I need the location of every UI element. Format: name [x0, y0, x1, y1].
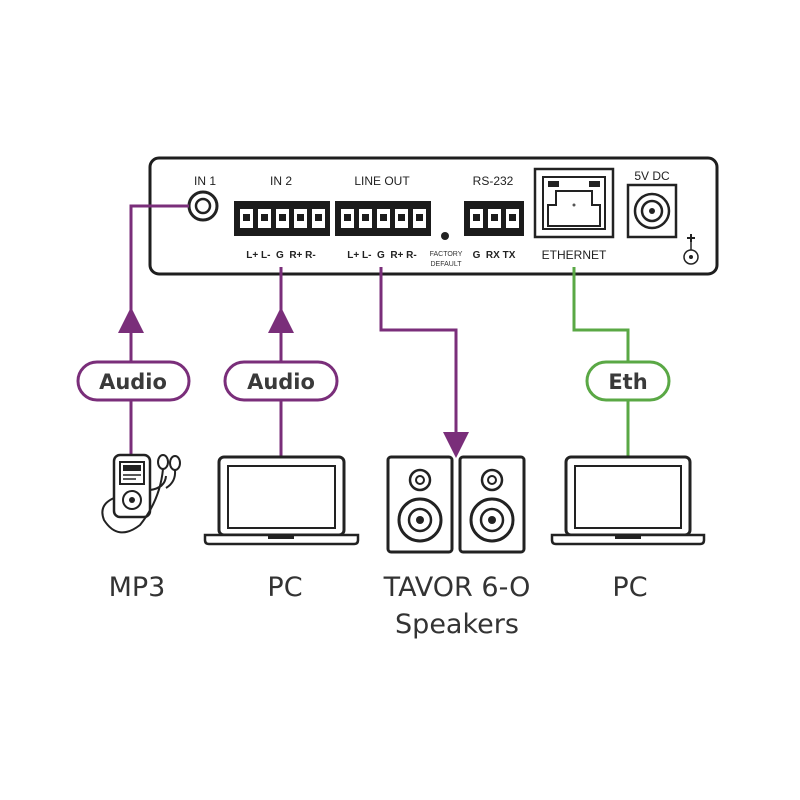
dc-jack-icon — [626, 183, 678, 239]
speakers-label-line2: Speakers — [395, 609, 519, 640]
rs232-terminal-block-icon — [464, 201, 524, 236]
polarity-icon — [683, 234, 699, 265]
ethernet-label: ETHERNET — [542, 248, 607, 262]
svg-text:Audio: Audio — [247, 370, 315, 394]
rs232-pin-labels: G RX TX — [473, 250, 516, 261]
factory-default-label-2: DEFAULT — [431, 261, 463, 268]
connection-pill-eth: Eth — [585, 360, 671, 402]
mp3-label: MP3 — [109, 572, 166, 603]
line-out-terminal-block-icon — [335, 201, 431, 236]
speaker-icon — [386, 455, 454, 554]
line-out-label: LINE OUT — [354, 174, 410, 188]
factory-default-button-icon — [441, 232, 449, 240]
pc-left-label: PC — [267, 572, 302, 603]
line-out-pin-labels: L+ L- G R+ R- — [347, 250, 416, 261]
laptop-icon — [550, 455, 706, 546]
rs232-label: RS-232 — [473, 174, 514, 188]
connection-pill-audio-1: Audio — [76, 360, 191, 402]
dc-label: 5V DC — [634, 169, 670, 183]
mp3-player-icon — [101, 453, 181, 534]
in2-label: IN 2 — [270, 174, 292, 188]
svg-text:Eth: Eth — [608, 370, 647, 394]
svg-text:Audio: Audio — [99, 370, 167, 394]
in2-pin-labels: L+ L- G R+ R- — [246, 250, 315, 261]
rj45-port-icon — [533, 167, 615, 239]
speakers-label-line1: TAVOR 6-O — [383, 572, 531, 603]
in2-terminal-block-icon — [234, 201, 330, 236]
speakers-connection-line — [379, 267, 469, 458]
factory-default-label-1: FACTORY — [430, 251, 463, 258]
connection-pill-audio-2: Audio — [223, 360, 339, 402]
in1-label: IN 1 — [194, 174, 216, 188]
device-rear-panel: IN 1 IN 2 L+ L- G R+ R- LINE OUT — [148, 156, 719, 276]
speaker-icon — [458, 455, 526, 554]
in1-jack-icon — [187, 190, 219, 222]
laptop-icon — [203, 455, 360, 546]
pc-right-label: PC — [612, 572, 647, 603]
